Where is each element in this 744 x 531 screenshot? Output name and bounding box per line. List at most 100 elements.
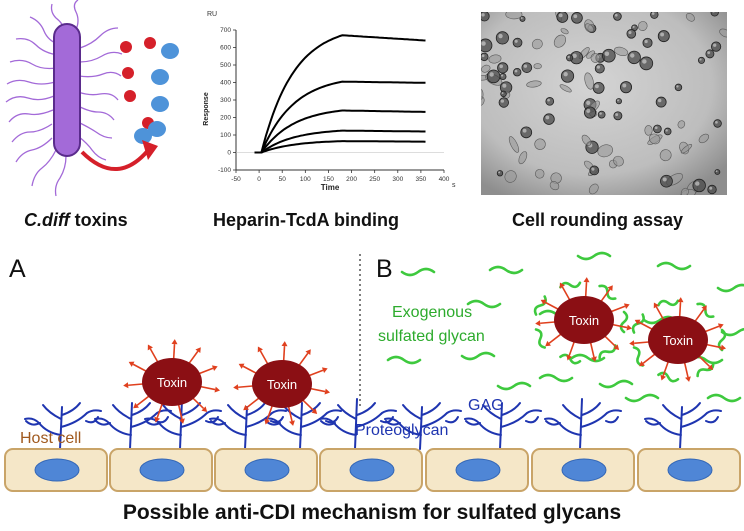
cell-highlight [599, 112, 602, 115]
rounded-cell [499, 73, 507, 81]
rounded-cell [697, 56, 705, 64]
toxin-arrow [678, 302, 682, 319]
toxin-arrow [246, 396, 261, 408]
rounded-cell [713, 119, 722, 128]
toxin-body [142, 358, 202, 406]
binding-curve [254, 129, 426, 154]
cell-highlight [614, 13, 618, 17]
spread-cell [597, 144, 614, 158]
rounded-cell [597, 110, 606, 119]
toxin-particles [120, 37, 179, 144]
cell-highlight [654, 126, 658, 130]
cell-highlight [642, 59, 647, 64]
toxin-arrow [307, 369, 324, 377]
toxin-arrow [128, 383, 145, 387]
toxin-arrow [561, 286, 571, 302]
sulfated-glycan [706, 393, 742, 403]
y-tick-label: 0 [227, 150, 231, 157]
blue-dot [151, 69, 169, 85]
toxin-arrow-head [626, 324, 633, 331]
red-dot [144, 37, 156, 49]
y-tick-label: 300 [220, 97, 231, 104]
rounded-cell [520, 126, 533, 139]
spread-cell [613, 155, 624, 167]
rounded-cell [512, 37, 523, 48]
bound-glycan [598, 344, 617, 360]
toxin-arrow-head [214, 386, 221, 393]
toxin-arrow-head [685, 376, 691, 382]
spread-cell [508, 136, 520, 153]
cell-highlight [481, 41, 486, 46]
cell-highlight [630, 53, 635, 58]
cell-highlight [502, 83, 507, 88]
toxin-arrow [655, 306, 665, 322]
bound-glycan [657, 299, 680, 307]
rounded-cell [653, 124, 662, 134]
toxin-arrow-head [677, 297, 684, 303]
bound-glycan [619, 310, 629, 334]
x-tick-label: 400 [439, 176, 450, 183]
rounded-cell [657, 30, 670, 43]
c-diff-bacterium-illustration [5, 0, 179, 197]
proteoglycan-chain [144, 398, 222, 450]
rounded-cell [639, 56, 654, 71]
blue-dot [148, 121, 166, 137]
spread-cell [533, 63, 542, 70]
toxin-arrow-head [634, 319, 641, 325]
cell-nucleus [349, 458, 395, 482]
rounded-cell [626, 29, 637, 39]
spread-cell [531, 38, 543, 50]
bound-glycan [534, 328, 546, 349]
toxin-arrow [548, 332, 563, 344]
cell-highlight [563, 72, 568, 77]
rounded-cell [543, 113, 555, 125]
cell-rounding-micrograph [481, 12, 727, 195]
toxin-body [554, 296, 614, 344]
rounded-cell [589, 165, 600, 176]
toxin-arrow [609, 305, 626, 313]
cell-highlight [715, 170, 718, 173]
cell-highlight [522, 128, 527, 133]
toxin-arrow [238, 385, 255, 389]
toxin-arrow-head [321, 367, 328, 374]
binding-curve [254, 140, 426, 154]
toxin-arrow-head [128, 361, 135, 367]
spread-cell [677, 120, 686, 129]
spread-cell [581, 134, 592, 146]
binding-curve [254, 80, 426, 154]
bound-glycan [559, 353, 582, 365]
cell-highlight [707, 51, 711, 55]
toxin-arrow [642, 352, 657, 364]
cell-highlight [676, 85, 679, 88]
x-tick-label: 100 [300, 176, 311, 183]
rounded-cell [498, 97, 509, 108]
toxin-arrow [584, 282, 588, 299]
spread-cell [614, 46, 629, 57]
y-tick-label: 700 [220, 27, 231, 34]
proteoglycan-chain [209, 402, 287, 450]
y-tick-label: 400 [220, 80, 231, 87]
toxin-arrow-head [639, 360, 645, 367]
toxin-label: Toxin [569, 313, 599, 328]
toxin-arrow-head [238, 363, 245, 369]
x-tick-label: 300 [392, 176, 403, 183]
toxin-arrow-head [623, 303, 630, 310]
red-dot [124, 90, 136, 102]
host-cell-label: Host cell [20, 430, 81, 447]
red-dot [122, 67, 134, 79]
x-tick-label: 0 [257, 176, 261, 183]
toxin-arrow [634, 341, 651, 345]
y-unit-label: RU [207, 11, 217, 18]
spread-cell [685, 12, 695, 22]
toxin-arrow-head [566, 354, 573, 361]
toxin-arrow [683, 361, 689, 378]
x-tick-label: 200 [346, 176, 357, 183]
cell-highlight [501, 92, 504, 95]
toxin-arrow-head [257, 346, 263, 353]
spread-cell [659, 149, 672, 162]
rounded-cell [613, 12, 622, 21]
sulfated-glycan [598, 379, 634, 389]
sulfated-glycan [538, 373, 574, 383]
cell-highlight [709, 186, 713, 190]
toxin-arrow-head [233, 384, 239, 391]
